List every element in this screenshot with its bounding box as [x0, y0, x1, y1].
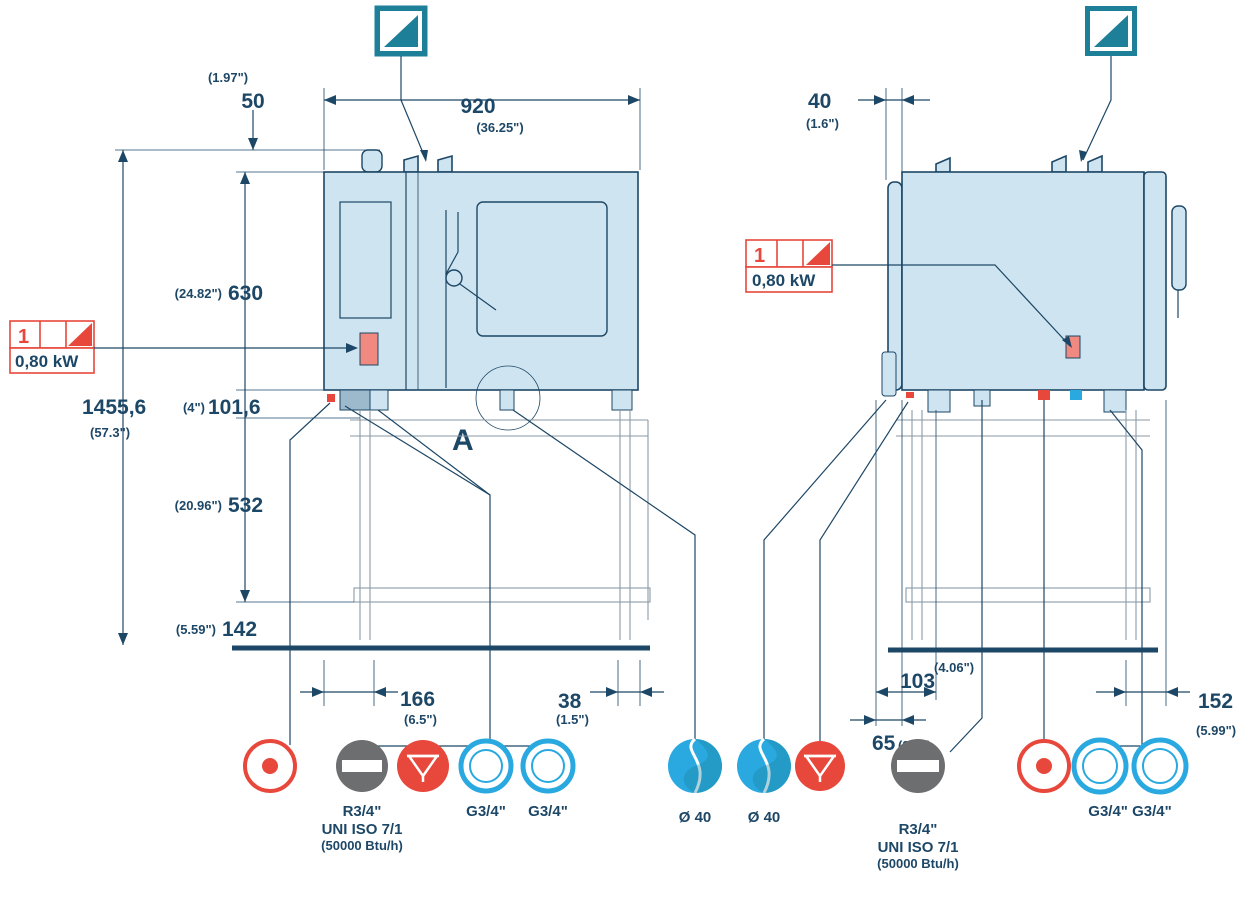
top-offset-inch: (1.97")	[208, 70, 248, 85]
total-height-inch: (57.3")	[90, 425, 130, 440]
gas-thread-label: R3/4"	[343, 803, 382, 820]
gas-icon	[336, 740, 388, 792]
leader-water	[377, 409, 491, 496]
gas-thread-label: R3/4"	[899, 821, 938, 838]
front-width: 920	[460, 95, 495, 118]
side-appliance	[881, 154, 1187, 413]
side-top-dimension	[858, 88, 930, 180]
side-power-badge	[745, 239, 833, 293]
front-right-offset-inch: (1.5")	[556, 712, 589, 727]
water-label: G3/4"	[466, 803, 506, 820]
front-width-inch: (36.25")	[476, 120, 523, 135]
equipotential-icon	[243, 739, 297, 793]
equipotential-icon	[1017, 739, 1071, 793]
front-power-badge	[9, 320, 95, 374]
leader-side-gas	[949, 400, 983, 753]
front-left-offset-inch: (6.5")	[404, 712, 437, 727]
front-left-offset: 166	[400, 688, 435, 711]
total-height: 1455,6	[82, 396, 146, 419]
leader-side-drain	[763, 399, 887, 745]
water-inlet-icon	[520, 738, 576, 794]
side-depth-offset: 40	[808, 90, 831, 113]
side-phase-number: 1	[754, 245, 765, 267]
gas-standard-label: UNI ISO 7/1	[322, 821, 403, 838]
shelf-height-inch: (5.59")	[176, 622, 216, 637]
water-inlet-icon	[1071, 737, 1129, 795]
front-power-label: 0,80 kW	[15, 352, 79, 371]
side-power-label: 0,80 kW	[752, 271, 816, 290]
detail-label: A	[452, 424, 474, 457]
body-height-inch: (24.82")	[175, 286, 222, 301]
leader-equipotential	[289, 402, 331, 745]
front-bottom-dimensions	[300, 660, 664, 706]
gas-standard-label: UNI ISO 7/1	[878, 839, 959, 856]
water-inlet-icon	[1131, 737, 1189, 795]
side-bottom-dimensions	[850, 400, 1190, 726]
gas-power-label: (50000 Btu/h)	[877, 856, 959, 871]
vent-icon	[1085, 6, 1137, 56]
vent-leader	[1082, 56, 1112, 161]
front-appliance	[323, 149, 639, 411]
front-width-dimension	[323, 88, 641, 170]
side-depth-offset-inch: (1.6")	[806, 116, 839, 131]
stand-height-inch: (20.96")	[175, 498, 222, 513]
gas-power-label: (50000 Btu/h)	[321, 838, 403, 853]
side-right-offset-inch: (5.99")	[1196, 723, 1236, 738]
feet-height-inch: (4")	[183, 400, 205, 415]
front-stand	[232, 410, 651, 651]
shelf-height: 142	[222, 618, 257, 641]
drain-funnel-icon	[795, 741, 845, 791]
side-stand	[888, 410, 1158, 653]
front-vertical-dimensions	[115, 110, 380, 645]
water-label: G3/4"	[528, 803, 568, 820]
stand-height: 532	[228, 494, 263, 517]
front-phase-number: 1	[18, 326, 29, 348]
drain-label: Ø 40	[679, 809, 712, 826]
front-right-offset: 38	[558, 690, 582, 713]
body-height: 630	[228, 282, 263, 305]
side-right-offset: 152	[1198, 690, 1233, 713]
vent-icon	[374, 5, 428, 57]
water-label-side: G3/4" G3/4"	[1088, 803, 1171, 820]
side-conn-a: 103	[900, 670, 935, 693]
side-conn-a-inch: (4.06")	[934, 660, 974, 675]
feet-height: 101,6	[208, 396, 261, 419]
gas-icon	[891, 739, 945, 793]
top-offset: 50	[241, 90, 264, 113]
side-conn-b: 65	[872, 732, 896, 755]
leader-side-funnel	[819, 401, 909, 745]
vent-leader	[400, 56, 427, 161]
drain-icon	[668, 737, 722, 794]
drain-icon	[737, 737, 791, 794]
water-inlet-icon	[458, 738, 514, 794]
drain-funnel-icon	[397, 740, 449, 792]
leader-side-water	[1109, 409, 1143, 745]
detail-circle	[475, 365, 541, 431]
leader-drain	[512, 409, 696, 745]
drain-label: Ø 40	[748, 809, 781, 826]
